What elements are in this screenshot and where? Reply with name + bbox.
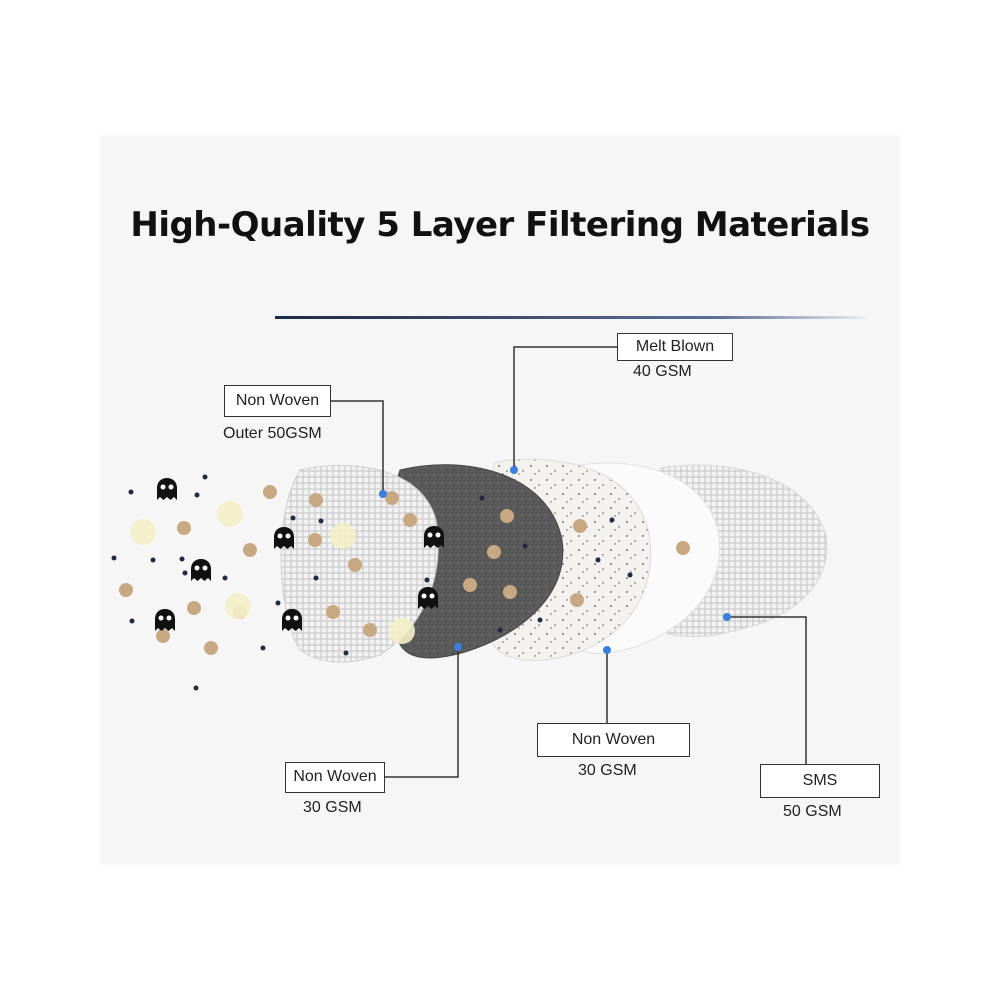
layer-1-spec: Outer 50GSM bbox=[223, 425, 322, 442]
layer-3-spec: 40 GSM bbox=[633, 363, 692, 380]
particle-dark-4 bbox=[179, 556, 185, 562]
particle-dark-10 bbox=[260, 645, 266, 651]
particle-tan-14 bbox=[487, 545, 501, 559]
leader-line-5 bbox=[727, 616, 807, 766]
particle-dark-12 bbox=[290, 515, 296, 521]
layer-2-spec: 30 GSM bbox=[303, 799, 362, 816]
particle-dark-3 bbox=[111, 555, 117, 561]
particle-dark-21 bbox=[609, 517, 615, 523]
pointer-dots bbox=[379, 466, 731, 654]
particle-dark-14 bbox=[313, 575, 319, 581]
particle-tan-15 bbox=[463, 578, 477, 592]
particle-tan-16 bbox=[503, 585, 517, 599]
particle-cream-1 bbox=[217, 501, 243, 527]
particle-dark-11 bbox=[275, 600, 281, 606]
particle-dark-5 bbox=[150, 557, 156, 563]
particle-dark-18 bbox=[497, 627, 503, 633]
particle-tan-1 bbox=[309, 493, 323, 507]
particle-tan-20 bbox=[308, 533, 322, 547]
particle-dark-13 bbox=[318, 518, 324, 524]
particle-tan-17 bbox=[573, 519, 587, 533]
particle-dark-15 bbox=[343, 650, 349, 656]
particle-dark-6 bbox=[129, 618, 135, 624]
particle-tan-7 bbox=[204, 641, 218, 655]
particle-tan-2 bbox=[177, 521, 191, 535]
particle-dark-7 bbox=[182, 570, 188, 576]
germ-icon-1 bbox=[191, 559, 211, 581]
particle-cloud bbox=[111, 474, 690, 691]
germ-icon-2 bbox=[155, 609, 175, 631]
pointer-dot-3 bbox=[510, 466, 518, 474]
diagram-title: High-Quality 5 Layer Filtering Materials bbox=[130, 205, 870, 245]
particle-tan-10 bbox=[348, 558, 362, 572]
particle-tan-5 bbox=[187, 601, 201, 615]
particle-dark-19 bbox=[522, 543, 528, 549]
particle-tan-4 bbox=[119, 583, 133, 597]
particle-dark-17 bbox=[479, 495, 485, 501]
particle-cream-0 bbox=[130, 519, 156, 545]
particle-dark-16 bbox=[424, 577, 430, 583]
pointer-dot-5 bbox=[723, 613, 731, 621]
particle-tan-11 bbox=[385, 491, 399, 505]
particle-cream-2 bbox=[225, 593, 251, 619]
particle-tan-6 bbox=[156, 629, 170, 643]
particle-tan-19 bbox=[676, 541, 690, 555]
particle-tan-12 bbox=[403, 513, 417, 527]
germ-icon-5 bbox=[424, 526, 444, 548]
germ-icon-3 bbox=[274, 527, 294, 549]
particle-cream-3 bbox=[330, 523, 356, 549]
germ-icon-6 bbox=[418, 587, 438, 609]
particle-tan-8 bbox=[326, 605, 340, 619]
layer-2-label: Non Woven bbox=[285, 762, 385, 793]
particle-dark-8 bbox=[222, 575, 228, 581]
pointer-dot-1 bbox=[379, 490, 387, 498]
layer-4-spec: 30 GSM bbox=[578, 762, 637, 779]
leader-line-2 bbox=[383, 647, 459, 778]
pointer-dot-4 bbox=[603, 646, 611, 654]
layer-5-spec: 50 GSM bbox=[783, 803, 842, 820]
layer-3-label: Melt Blown bbox=[617, 333, 733, 361]
particle-tan-0 bbox=[263, 485, 277, 499]
germ-icon-4 bbox=[282, 609, 302, 631]
pointer-dot-2 bbox=[454, 643, 462, 651]
particle-dark-22 bbox=[627, 572, 633, 578]
particle-dark-9 bbox=[193, 685, 199, 691]
layer-1-label: Non Woven bbox=[224, 385, 331, 417]
leader-line-3 bbox=[513, 346, 617, 470]
particle-dark-0 bbox=[128, 489, 134, 495]
germ-icon-0 bbox=[157, 478, 177, 500]
particle-tan-18 bbox=[570, 593, 584, 607]
particle-dark-1 bbox=[202, 474, 208, 480]
leader-line-1 bbox=[331, 400, 384, 494]
layer-5-label: SMS bbox=[760, 764, 880, 798]
particle-tan-13 bbox=[500, 509, 514, 523]
accent-line bbox=[275, 316, 865, 319]
particle-dark-23 bbox=[537, 617, 543, 623]
particle-tan-9 bbox=[363, 623, 377, 637]
layer-4-label: Non Woven bbox=[537, 723, 690, 757]
particle-cream-4 bbox=[389, 618, 415, 644]
particle-dark-20 bbox=[595, 557, 601, 563]
leader-lines bbox=[331, 346, 807, 778]
particle-dark-2 bbox=[194, 492, 200, 498]
particle-tan-3 bbox=[243, 543, 257, 557]
germ-icons bbox=[155, 478, 444, 631]
